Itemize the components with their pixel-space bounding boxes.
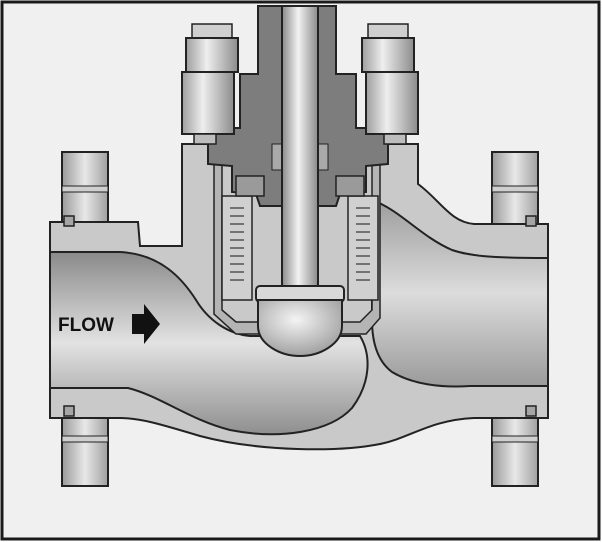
right-bonnet-nut: [361, 23, 419, 145]
flow-label: FLOW: [58, 315, 114, 336]
flow-arrow-icon: [132, 304, 160, 344]
bolt-holes: [63, 215, 537, 417]
inlet-passage: [49, 251, 369, 436]
outlet-passage: [371, 198, 549, 388]
valve-plug: [255, 285, 345, 358]
valve-stem: [281, 5, 319, 293]
left-bonnet-nut: [181, 23, 239, 145]
valve-cage: [221, 175, 379, 301]
